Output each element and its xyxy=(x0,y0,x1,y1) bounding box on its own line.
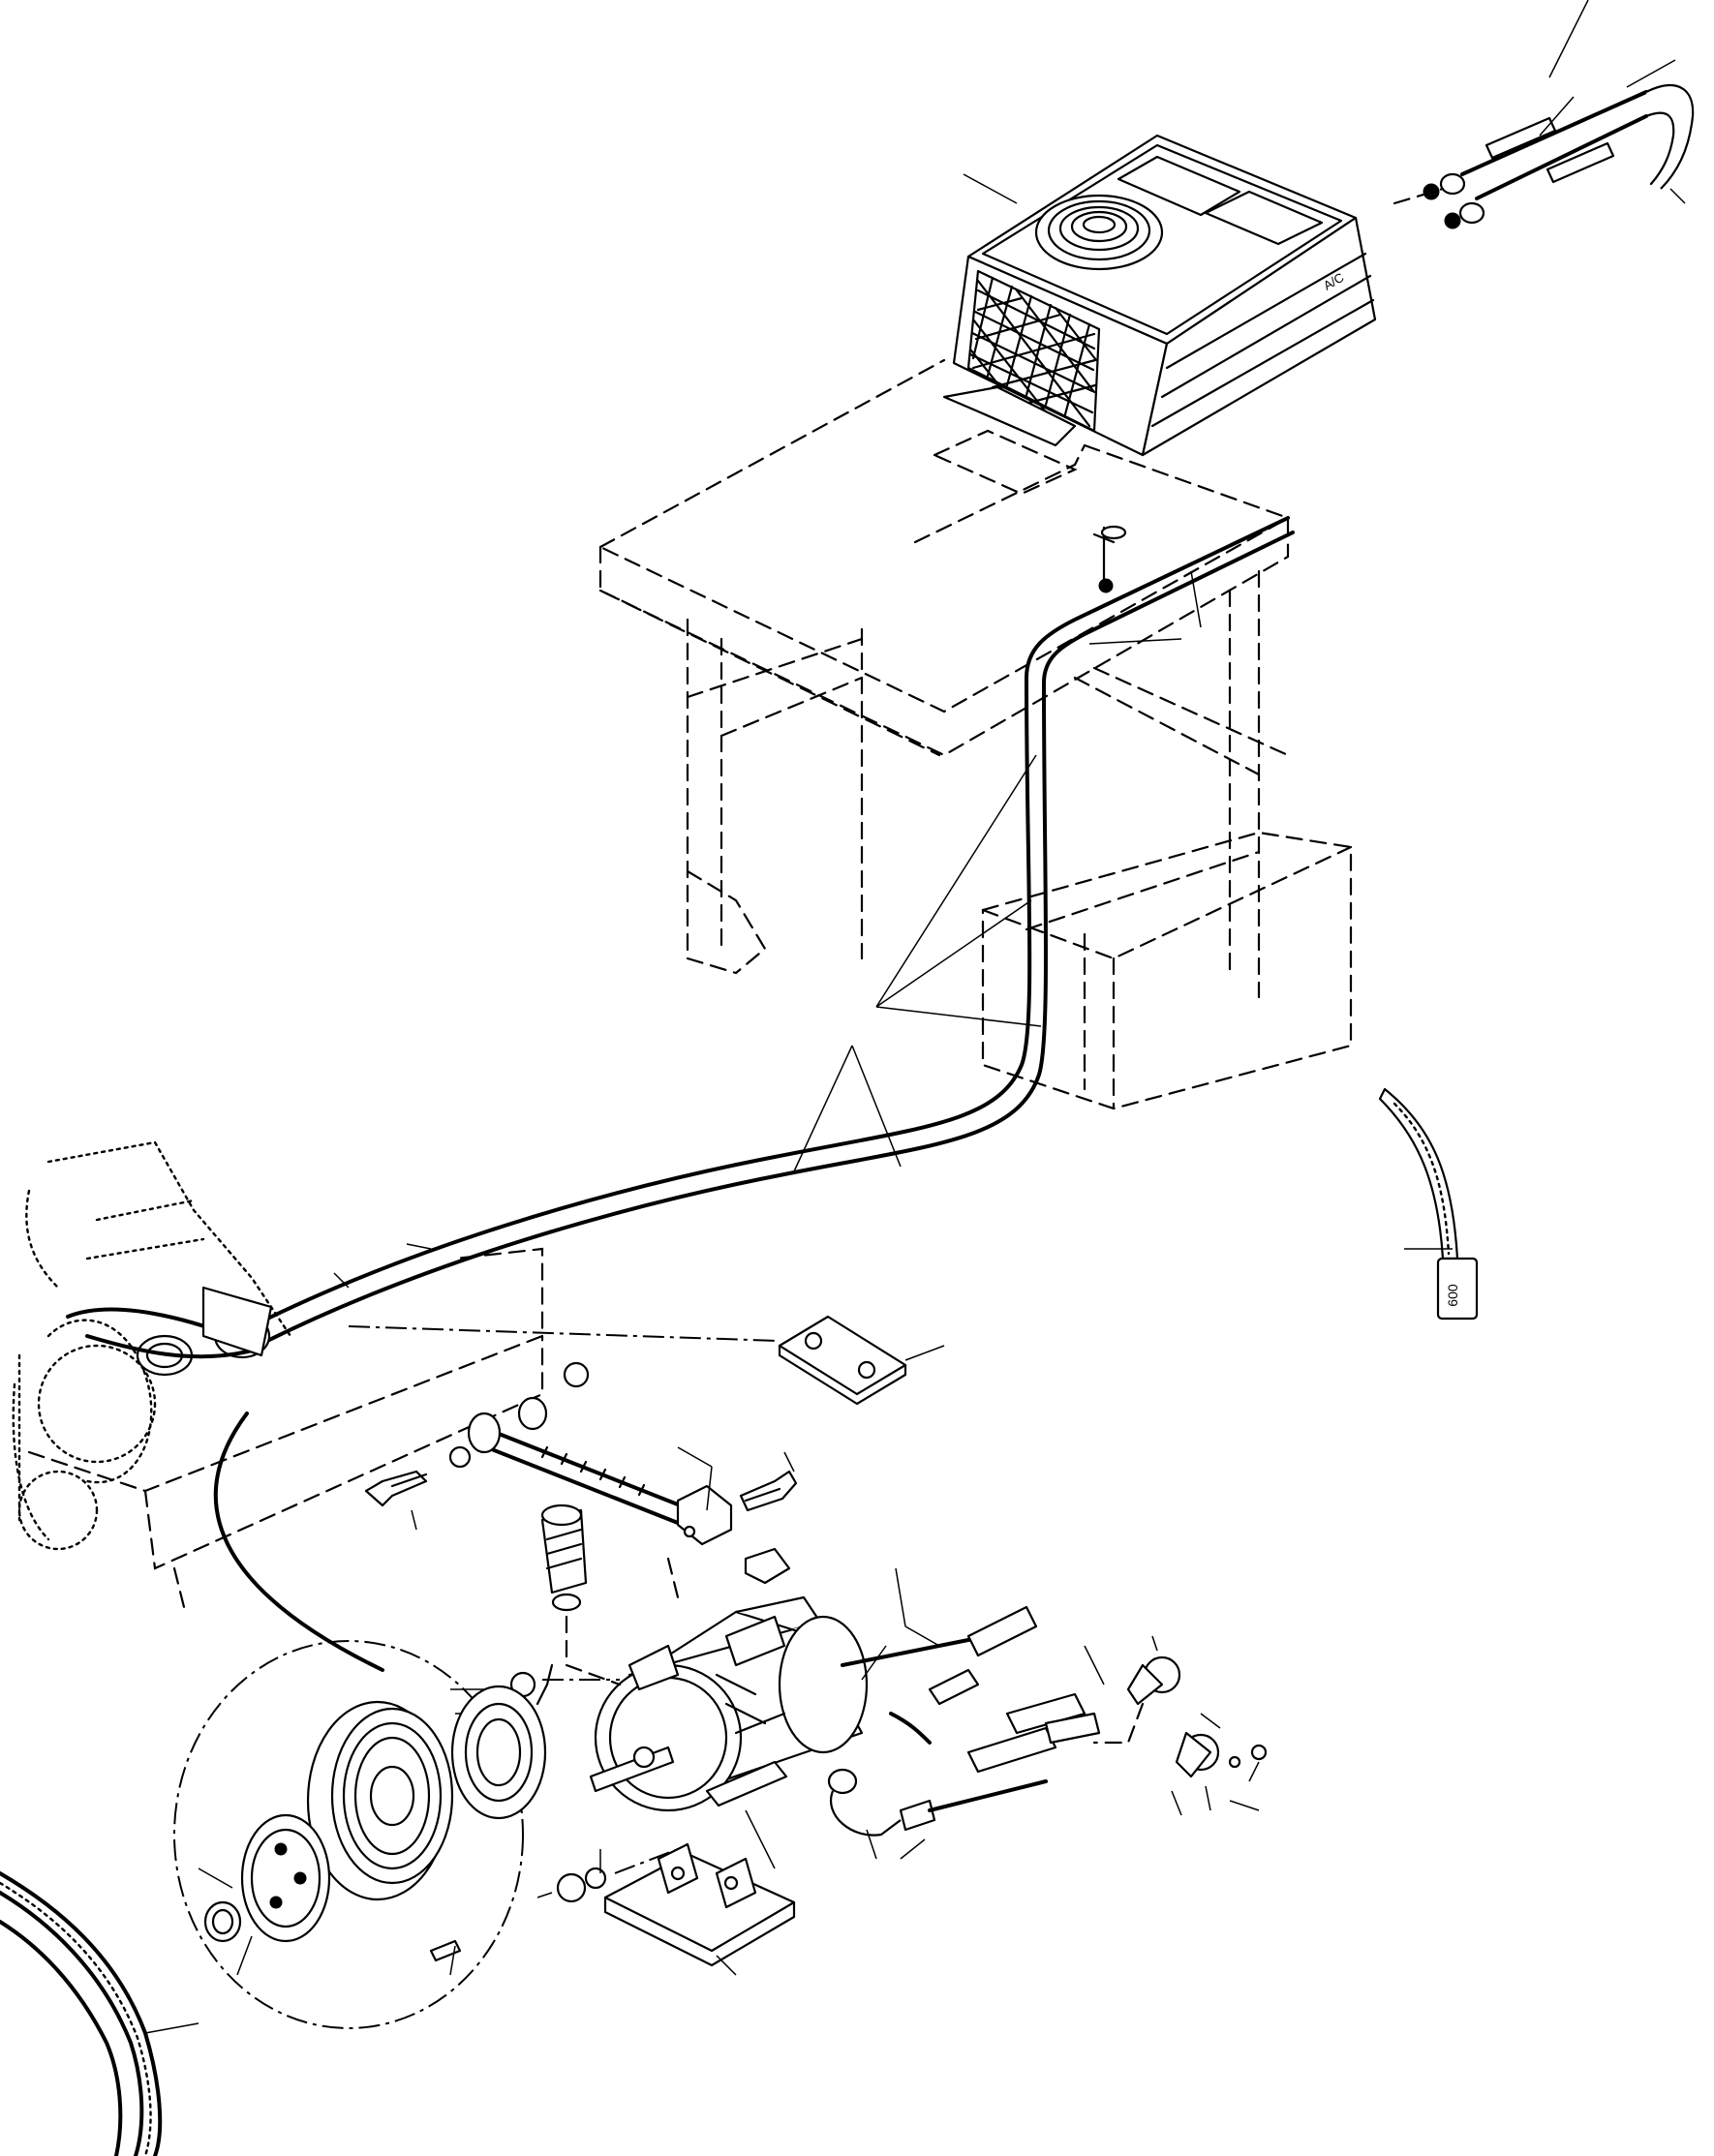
operator-platform xyxy=(598,358,1290,999)
engine-block xyxy=(12,1140,544,1609)
drive-belt[interactable] xyxy=(0,1871,199,2156)
mounting-plate[interactable] xyxy=(348,1315,945,1406)
adjusting-rod[interactable] xyxy=(364,1361,798,1585)
vent-grille xyxy=(1034,194,1164,271)
drain-hose[interactable]: 600 xyxy=(1378,1087,1479,1321)
compressor-bracket[interactable] xyxy=(603,1760,796,1976)
clutch-assembly[interactable] xyxy=(173,1640,554,2029)
hose-fittings[interactable] xyxy=(1393,0,1695,229)
compressor-hose-fittings[interactable] xyxy=(827,1567,1268,1860)
refrigerant-hose-pair[interactable] xyxy=(250,516,1295,1346)
battery-box xyxy=(981,831,1353,1110)
front-mesh-grille xyxy=(966,269,1101,433)
hose-tag: 600 xyxy=(1445,1284,1460,1307)
cab-heater-ac-unit[interactable]: A/C xyxy=(942,134,1377,457)
belt-routing xyxy=(213,1412,384,1672)
